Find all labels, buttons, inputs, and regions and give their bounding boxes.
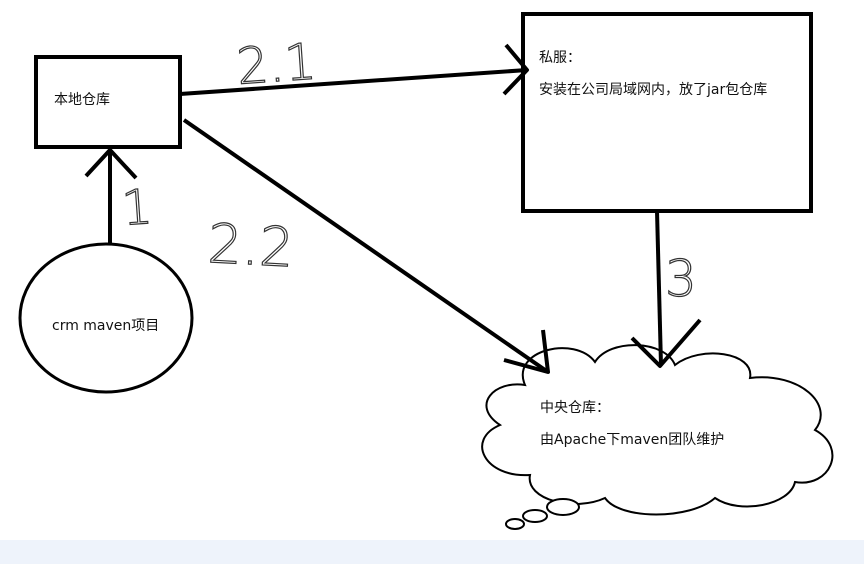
edge-label-local-central: 2.2 bbox=[206, 212, 295, 279]
edge-label-private-central: 3 bbox=[665, 250, 697, 308]
local-repo-label: 本地仓库 bbox=[54, 92, 110, 108]
project-ellipse bbox=[18, 242, 194, 394]
repository-diagram: 1 2.1 2.2 3 bbox=[18, 12, 834, 530]
central-repo-cloud bbox=[481, 344, 834, 530]
edge-label-local-private: 2.1 bbox=[235, 33, 318, 96]
central-repo-title: 中央仓库： bbox=[540, 400, 610, 416]
bottom-band bbox=[0, 540, 864, 564]
project-label: crm maven项目 bbox=[52, 318, 160, 334]
central-repo-description: 由Apache下maven团队维护 bbox=[540, 432, 725, 448]
local-repo-box bbox=[34, 55, 182, 149]
private-server-title: 私服： bbox=[539, 50, 581, 66]
edge-label-project-local: 1 bbox=[120, 179, 154, 237]
private-server-description: 安装在公司局域网内，放了jar包仓库 bbox=[539, 82, 768, 98]
private-server-box bbox=[521, 12, 813, 213]
